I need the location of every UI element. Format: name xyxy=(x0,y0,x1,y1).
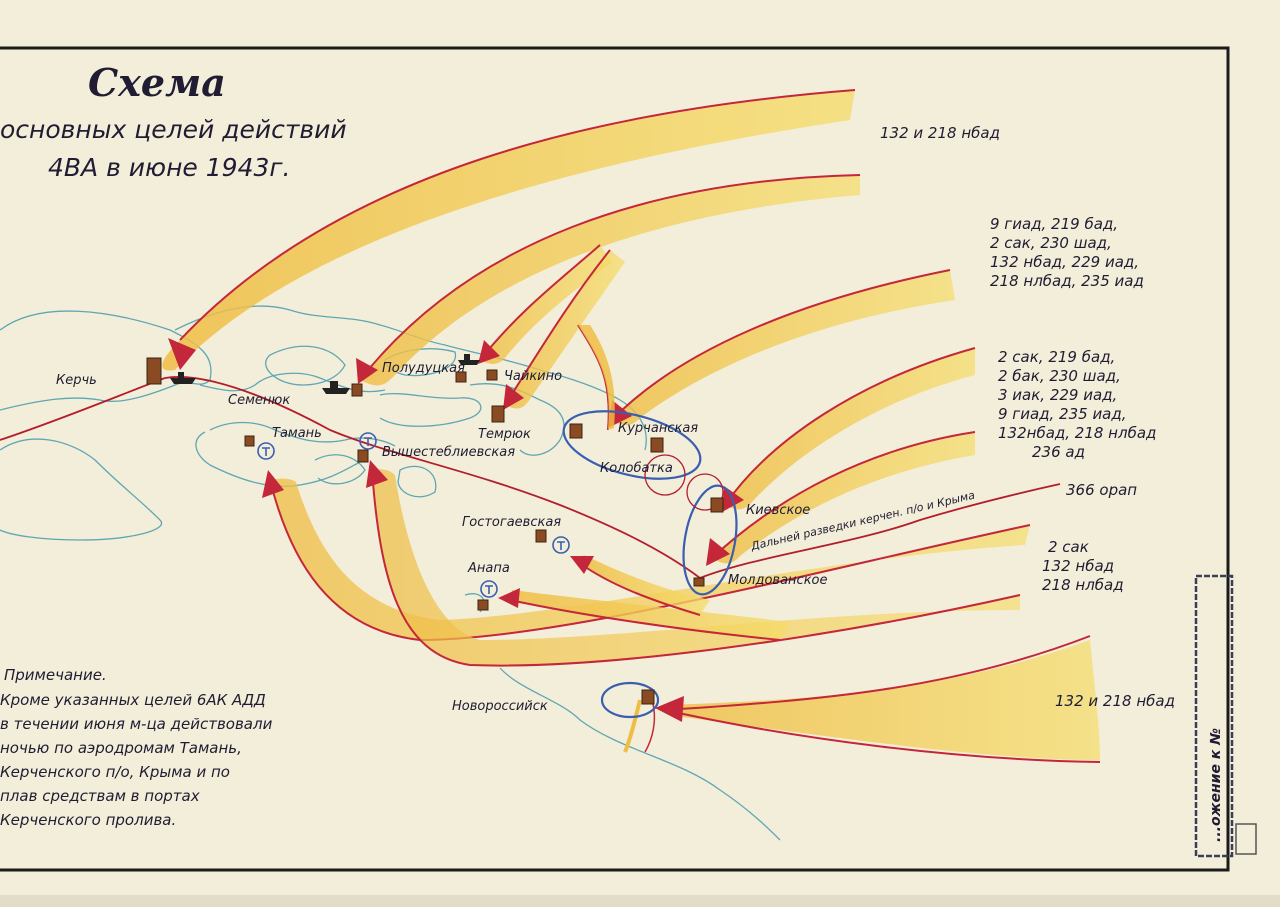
target-chaikino xyxy=(486,369,498,381)
note-line: Кроме указанных целей 6АК АДД xyxy=(0,691,266,709)
kiyevskoye-circle xyxy=(682,484,738,596)
units-top: 132 и 218 нбад xyxy=(880,124,1000,142)
target-circles xyxy=(562,410,738,719)
label-kurchanskaya: Курчанская xyxy=(618,421,698,436)
target-gostogaevskaya xyxy=(535,529,547,543)
airfield-gostogaevskaya xyxy=(552,536,570,554)
arrow-to-novorossiysk xyxy=(655,635,1101,763)
label-kiyevskoye: Киевское xyxy=(746,503,810,518)
unit-line: 132нбад, 218 нлбад xyxy=(998,424,1156,442)
map-subtitle-line1: основных целей действий xyxy=(0,115,347,144)
note-heading: Примечание. xyxy=(4,666,107,684)
unit-line: 236 ад xyxy=(1032,443,1085,461)
archive-stamp: ...ожение к № xyxy=(1194,574,1257,858)
label-moldovanskoye: Молдованское xyxy=(728,573,828,588)
target-moldovanskoye xyxy=(693,577,705,587)
label-kolobatka: Колобатка xyxy=(600,461,673,476)
target-kerch xyxy=(146,357,162,385)
arrow-to-poludutskaya xyxy=(478,244,612,364)
unit-line: 9 гиад, 219 бад, xyxy=(990,215,1118,233)
label-novorossiysk: Новороссийск xyxy=(452,699,548,714)
target-poludutskaya xyxy=(455,371,467,383)
ship-icon xyxy=(458,354,480,365)
note-line: Керченского пролива. xyxy=(0,811,176,829)
label-chaikino: Чайкино xyxy=(504,369,562,384)
attack-arrows xyxy=(162,89,1101,763)
kolobatka-circle xyxy=(644,454,686,496)
unit-line: 2 бак, 230 шад, xyxy=(998,367,1121,385)
arrow-to-gostogaevskaya xyxy=(570,555,710,616)
ship-symbols xyxy=(170,354,480,394)
units-group2: 2 сак, 219 бад, 2 бак, 230 шад, 3 иак, 2… xyxy=(998,348,1156,461)
label-semenyuk: Семенюк xyxy=(228,393,290,408)
paper-fold xyxy=(0,895,1280,907)
ship-icon xyxy=(322,381,350,394)
units-orap: 366 орап xyxy=(1066,481,1137,499)
units-group1: 9 гиад, 219 бад, 2 сак, 230 шад, 132 нба… xyxy=(990,215,1144,290)
label-anapa: Анапа xyxy=(467,561,510,576)
map-title: Схема xyxy=(88,60,226,105)
unit-line: 2 сак, 219 бад, xyxy=(998,348,1115,366)
label-kerch: Керчь xyxy=(56,373,97,388)
arrow-to-kiyevskoye-2 xyxy=(706,431,976,566)
arrow-small-kurchanskaya xyxy=(577,324,615,431)
target-semenyuk xyxy=(351,383,363,397)
target-anapa xyxy=(477,599,489,611)
units-bottom: 132 и 218 нбад xyxy=(1055,692,1175,710)
airfields xyxy=(257,432,570,598)
note-block: Примечание. Кроме указанных целей 6АК АД… xyxy=(0,666,273,829)
label-temryuk: Темрюк xyxy=(478,427,531,442)
novorossiysk-circle xyxy=(600,681,660,719)
target-kurchanskaya-1 xyxy=(569,423,583,439)
note-line: ночью по аэродромам Тамань, xyxy=(0,739,242,757)
target-taman xyxy=(244,435,255,447)
arrow-to-kerch xyxy=(162,89,856,371)
units-group3: 2 сак 132 нбад 218 нлбад xyxy=(1042,538,1124,594)
unit-line: 2 сак xyxy=(1048,538,1089,556)
unit-labels: 132 и 218 нбад 9 гиад, 219 бад, 2 сак, 2… xyxy=(749,124,1175,710)
unit-line: 218 нлбад, 235 иад xyxy=(990,272,1144,290)
label-gostogaevskaya: Гостогаевская xyxy=(462,515,561,530)
front-line xyxy=(0,376,1061,579)
targets xyxy=(146,357,724,705)
kurchanskaya-circle xyxy=(562,410,702,480)
target-kiyevskoye xyxy=(710,497,724,513)
arrow-to-temryuk xyxy=(503,249,625,410)
ship-icon xyxy=(170,372,196,384)
unit-line: 132 нбад xyxy=(1042,557,1114,575)
arrow-novorossiysk-coast xyxy=(623,699,656,753)
label-vyshestebliyevskaya: Вышестеблиевская xyxy=(382,445,515,460)
airfield-taman xyxy=(257,442,275,460)
arrow-to-semenyuk xyxy=(356,174,861,386)
unit-line: 2 сак, 230 шад, xyxy=(990,234,1112,252)
unit-line: 9 гиад, 235 иад, xyxy=(998,405,1127,423)
stamp-text: ...ожение к № xyxy=(1208,728,1224,842)
unit-line: 218 нлбад xyxy=(1042,576,1124,594)
coastline xyxy=(0,305,781,841)
map-subtitle-line2: 4ВА в июне 1943г. xyxy=(48,153,290,182)
arrow-sweep-to-vyshestebliyevskaya xyxy=(366,460,1021,667)
airfield-anapa xyxy=(480,580,498,598)
target-vyshestebliyevskaya xyxy=(357,449,369,463)
map-frame xyxy=(0,46,1230,872)
target-temryuk xyxy=(491,405,505,423)
kiyevskoye-red-circle xyxy=(686,473,724,511)
unit-line: 132 нбад, 229 иад, xyxy=(990,253,1139,271)
target-novorossiysk xyxy=(641,689,655,705)
place-labels: Керчь Семенюк Полудуцкая Чайкино Темрюк … xyxy=(56,361,828,714)
label-taman: Тамань xyxy=(272,426,322,441)
note-line: Керченского п/о, Крыма и по xyxy=(0,763,230,781)
label-poludutskaya: Полудуцкая xyxy=(382,361,465,376)
target-kolobatka xyxy=(650,437,664,453)
airfield-vyshestebliyevskaya xyxy=(359,432,377,450)
note-line: плав средствам в портах xyxy=(0,787,200,805)
arrow-to-anapa xyxy=(498,588,790,641)
unit-line: 3 иак, 229 иад, xyxy=(998,386,1117,404)
note-line: в течении июня м-ца действовали xyxy=(0,715,273,733)
